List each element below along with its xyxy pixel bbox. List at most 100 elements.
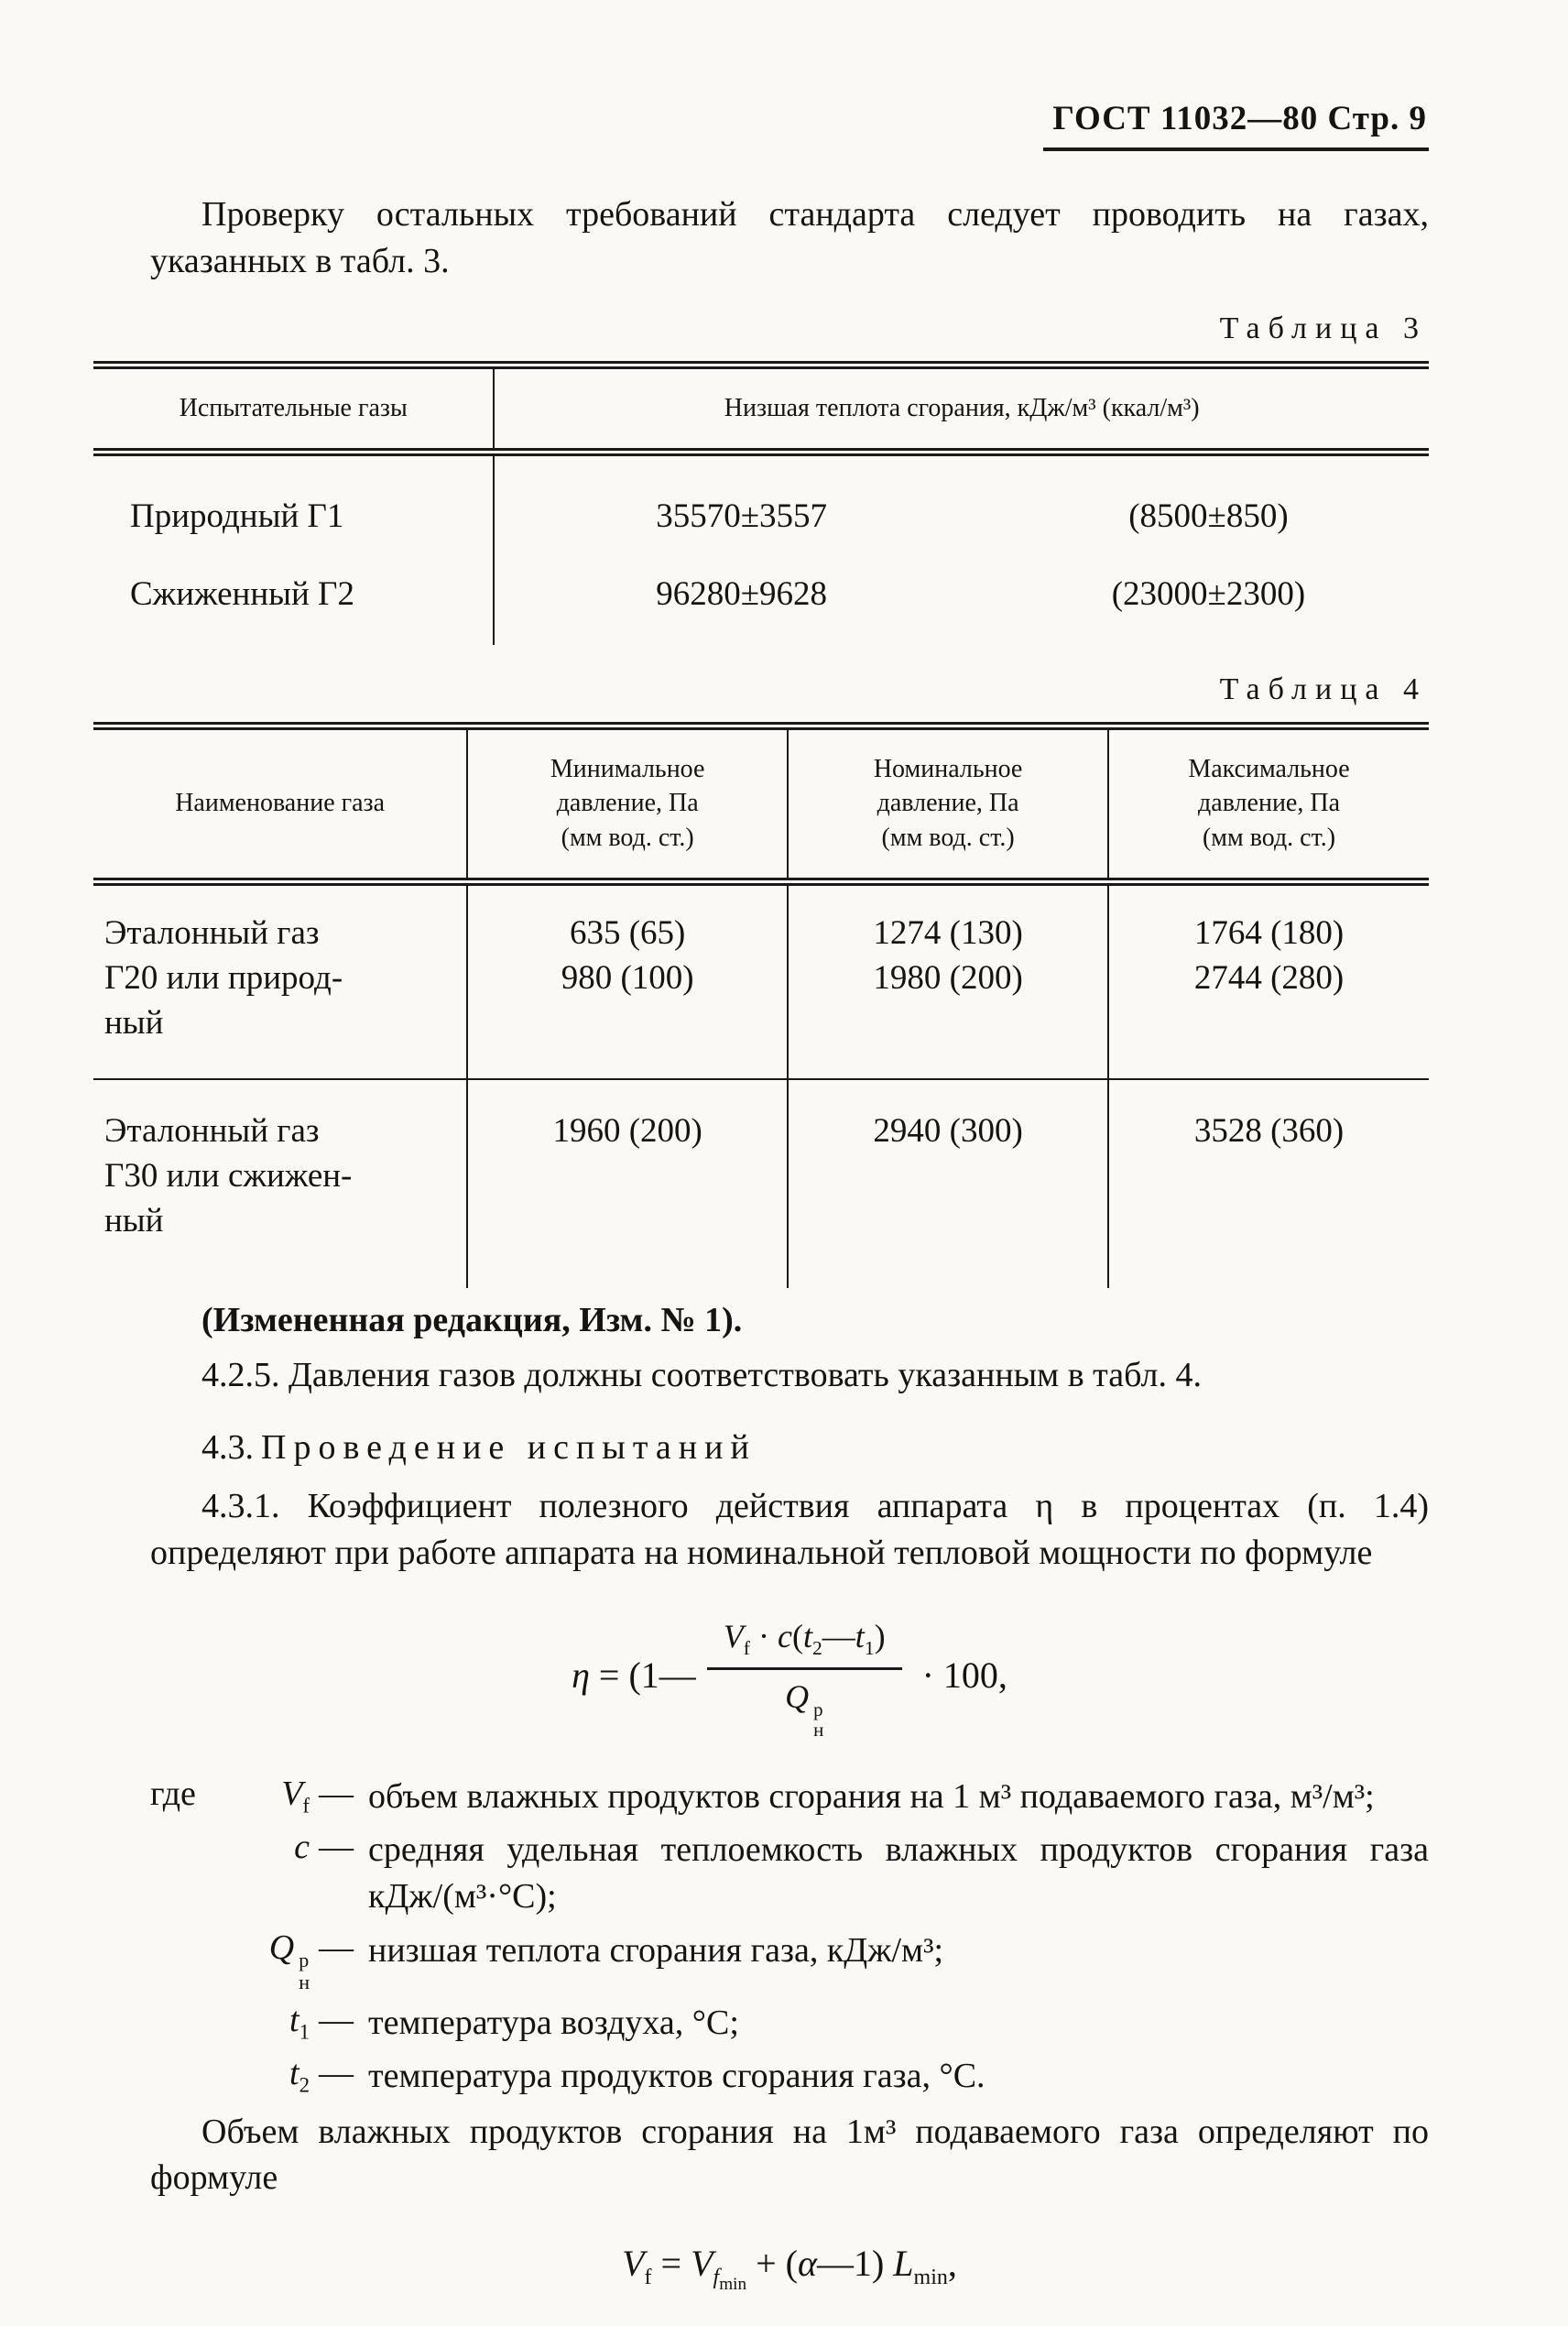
l-min-subscript: min — [913, 2265, 948, 2289]
heat-value-kcal: (8500±850) — [1128, 497, 1289, 535]
t1-subscript: 1 — [864, 1636, 875, 1659]
t-symbol: t — [289, 2054, 299, 2093]
dash: — — [319, 1774, 354, 1813]
t2-subscript: 2 — [812, 1636, 822, 1659]
heat-value-kj: 96280±9628 — [656, 574, 828, 613]
paren-close: ) — [874, 1617, 886, 1654]
clause-number: 4.3. — [201, 1427, 254, 1467]
definition-term: где Vf — — [150, 1774, 368, 1820]
gas-name: Природный Г1 — [93, 452, 495, 551]
c-symbol: c — [294, 1828, 310, 1867]
paren-open: ( — [791, 1617, 803, 1654]
definition-text: температура продуктов сгорания газа, °С. — [368, 2057, 985, 2096]
pressure-nominal: 1274 (130) 1980 (200) — [787, 881, 1109, 1081]
definition-text: средняя удельная теплоемкость влажных пр… — [368, 1830, 1429, 1916]
table-3: Испытательные газы Низшая теплота сгоран… — [93, 361, 1429, 645]
definition-text: температура воздуха, °С; — [368, 2003, 739, 2042]
definition-c: c— средняя удельная теплоемкость влажных… — [150, 1827, 1429, 1919]
dash: — — [319, 1927, 354, 1967]
eta-symbol: η — [572, 1654, 590, 1696]
definition-text: низшая теплота сгорания газа, кДж/м³; — [368, 1930, 944, 1970]
q-symbol: Q — [268, 1927, 295, 1967]
t-symbol: t — [802, 1617, 812, 1654]
l-symbol: L — [893, 2242, 914, 2284]
table-row: Эталонный газ Г30 или сжижен- ный 1960 (… — [93, 1079, 1429, 1288]
table3-header-row: Испытательные газы Низшая теплота сгоран… — [93, 365, 1429, 456]
fraction-numerator: Vf · c(t2—t1) — [706, 1617, 902, 1670]
table3-caption: Таблица 3 — [1219, 311, 1427, 346]
intro-paragraph: Проверку остальных требований стандарта … — [150, 195, 1429, 280]
table-row: Природный Г1 35570±3557 (8500±850) — [93, 452, 1429, 551]
minus-one: —1) — [816, 2242, 894, 2284]
table-row: Эталонный газ Г20 или природ- ный 635 (6… — [93, 881, 1429, 1081]
v-symbol: V — [723, 1617, 744, 1654]
symbol-definitions: где Vf — объем влажных продуктов сгорания … — [150, 1774, 1429, 2100]
dash: — — [319, 2000, 354, 2039]
clause-4-2-5: 4.2.5. Давления газов должны соответство… — [201, 1356, 1202, 1395]
q-subscript: н — [813, 1719, 824, 1742]
v-symbol: V — [622, 2242, 645, 2284]
plus-open: + ( — [746, 2242, 798, 2284]
volume-paragraph: Объем влажных продуктов сгорания на 1м³ … — [150, 2112, 1429, 2198]
clause-4-3-1: 4.3.1. Коэффициент полезного действия ап… — [150, 1487, 1429, 1572]
v-symbol: V — [281, 1774, 303, 1813]
doc-header: ГОСТ 11032—80 Стр. 9 — [150, 99, 1429, 151]
table4-caption: Таблица 4 — [1219, 672, 1427, 706]
alpha-symbol: α — [797, 2242, 817, 2284]
gas-name: Эталонный газ Г20 или природ- ный — [93, 881, 468, 1081]
definition-t2: t2 — температура продуктов сгорания газа,… — [150, 2053, 1429, 2100]
clause-title: Проведение испытаний — [261, 1427, 757, 1467]
pressure-max: 3528 (360) — [1107, 1079, 1429, 1288]
volume-formula: Vf = Vfmin + (α—1) Lmin, — [150, 2242, 1429, 2295]
heat-value-kj: 35570±3557 — [656, 497, 828, 535]
table3-header-gases: Испытательные газы — [93, 365, 495, 456]
table4-header-name: Наименование газа — [93, 726, 468, 886]
dot-operator: · — [750, 1617, 778, 1654]
table-4: Наименование газа Минимальное давление, … — [93, 721, 1429, 1288]
definition-term: t1 — — [150, 2000, 368, 2047]
formula-open: = (1— — [589, 1654, 696, 1696]
t2-subscript: 2 — [299, 2073, 310, 2097]
table4-header-max: Максимальное давление, Па (мм вод. ст.) — [1107, 726, 1429, 886]
pressure-nominal: 2940 (300) — [787, 1079, 1109, 1288]
dash: — — [319, 2054, 354, 2093]
definition-t1: t1 — температура воздуха, °С; — [150, 2000, 1429, 2047]
minus-sign: — — [822, 1617, 855, 1654]
standard-page-ref: ГОСТ 11032—80 Стр. 9 — [1043, 99, 1429, 151]
t-symbol: t — [289, 2000, 299, 2039]
pressure-min: 1960 (200) — [466, 1079, 789, 1288]
definition-term: c— — [150, 1827, 368, 1919]
formula-end: , — [947, 2242, 957, 2284]
min-subsubscript: min — [719, 2274, 747, 2294]
where-word: где — [150, 1774, 196, 1813]
amendment-note: (Измененная редакция, Изм. № 1). — [201, 1300, 743, 1339]
v-subscript: f — [302, 1794, 310, 1818]
q-superscript: р — [299, 1949, 310, 1972]
f-subscript: f — [713, 2265, 720, 2289]
formula-tail: · 100, — [912, 1654, 1007, 1696]
definition-term: t2 — — [150, 2053, 368, 2100]
table3-header-heat: Низшая теплота сгорания, кДж/м³ (ккал/м³… — [494, 365, 1429, 456]
gas-name: Сжиженный Г2 — [93, 550, 495, 645]
dash: — — [319, 1828, 354, 1867]
pressure-min: 635 (65) 980 (100) — [466, 881, 789, 1081]
heat-value-kcal: (23000±2300) — [1111, 574, 1306, 613]
v-fmin-subscript: fmin — [713, 2265, 747, 2294]
v-subscript: f — [743, 1636, 750, 1659]
table4-header-row: Наименование газа Минимальное давление, … — [93, 726, 1429, 886]
table-row: Сжиженный Г2 96280±9628 (23000±2300) — [93, 550, 1429, 645]
q-superscript: р — [813, 1698, 823, 1721]
table4-header-min: Минимальное давление, Па (мм вод. ст.) — [466, 726, 789, 886]
gas-name: Эталонный газ Г30 или сжижен- ный — [104, 1112, 353, 1240]
definition-text: объем влажных продуктов сгорания на 1 м³… — [368, 1776, 1375, 1816]
t1-subscript: 1 — [299, 2020, 310, 2044]
v-subscript: f — [644, 2265, 652, 2289]
